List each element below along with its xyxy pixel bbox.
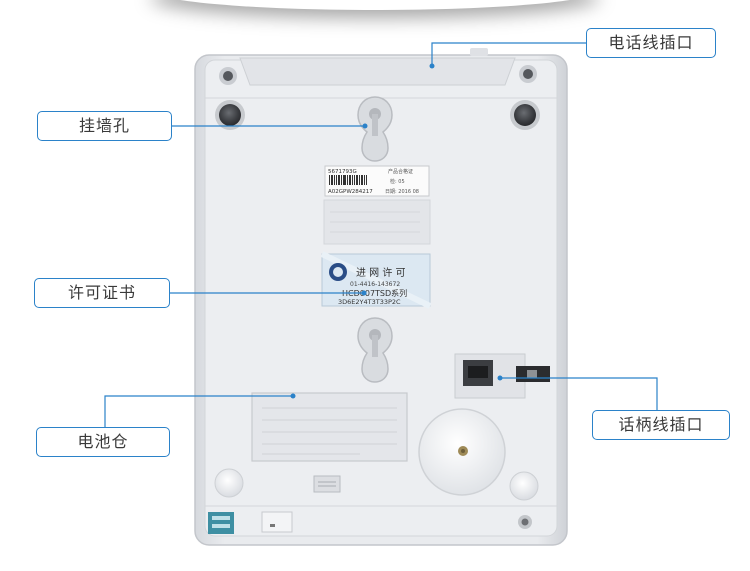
callout-handset-cord-port: 话柄线插口 [592, 410, 730, 440]
callout-license-certificate: 许可证书 [34, 278, 170, 308]
speaker-grille [418, 408, 506, 496]
top-screw-left [219, 67, 237, 85]
rubber-foot-right [510, 100, 540, 130]
license-title: 进 网 许 可 [356, 267, 406, 279]
product-label-sticker: 5671793G A02GPW284217 产品合格证 检: 05 日期: 20… [324, 165, 430, 197]
rubber-foot-left [215, 100, 245, 130]
embossed-label-area [323, 199, 431, 245]
battery-compartment [251, 392, 408, 493]
license-line-3: 3D6E2Y4T3T33P2C [338, 298, 401, 306]
label-date: 日期: 2016 08 [385, 189, 419, 195]
license-sticker: 进 网 许 可 01-4416-143672 HCD007TSD系列 3D6E2… [320, 251, 432, 309]
callout-wall-mount-hole: 挂墙孔 [37, 111, 172, 141]
callout-phone-line-port: 电话线插口 [586, 28, 716, 58]
wall-mount-hole-top [357, 96, 393, 162]
license-logo-icon [329, 263, 347, 281]
label-serial: 5671793G [328, 169, 357, 175]
bottom-pad-right [509, 471, 539, 501]
callout-connectors [104, 42, 658, 428]
bottom-pad-left [214, 468, 244, 498]
license-line-2: HCD007TSD系列 [342, 288, 407, 298]
label-inspector: 检: 05 [390, 178, 405, 185]
license-line-1: 01-4416-143672 [350, 281, 400, 288]
callout-dots [290, 63, 503, 399]
callout-battery-compartment: 电池仓 [36, 427, 170, 457]
top-screw-right [519, 65, 537, 83]
bottom-edge [205, 505, 557, 534]
label-title: 产品合格证 [388, 168, 413, 175]
label-code: A02GPW284217 [328, 189, 373, 195]
barcode [329, 175, 367, 185]
wall-mount-hole-bottom [357, 317, 393, 383]
